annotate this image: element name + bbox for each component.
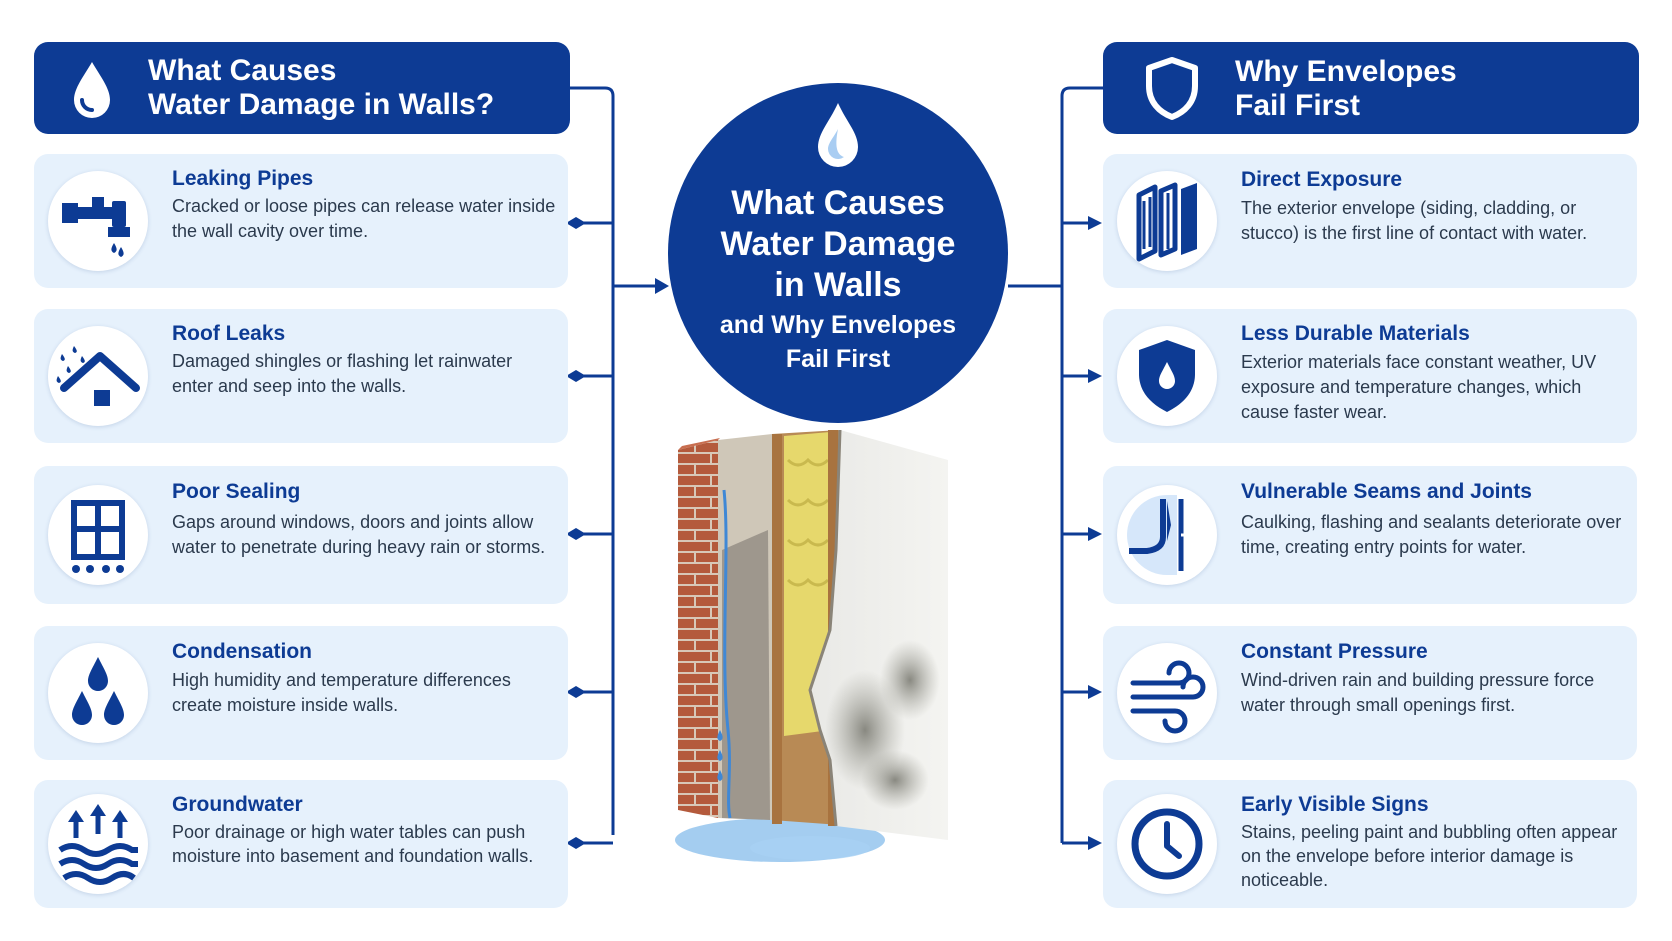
reason-description: Wind-driven rain and building pressure f… (1241, 670, 1595, 715)
center-title-line3: in Walls (774, 266, 902, 304)
center-title-circle: What Causes Water Damage in Walls and Wh… (668, 83, 1008, 423)
center-title-line1: What Causes (731, 184, 945, 222)
cause-description: Poor drainage or high water tables can p… (172, 822, 534, 866)
right-header-title-line2: Fail First (1235, 89, 1361, 122)
leaking-pipe-icon (55, 197, 130, 263)
center-title: What Causes Water Damage in Walls (668, 183, 1008, 306)
center-subtitle-line1: and Why Envelopes (719, 311, 957, 339)
reason-description: Caulking, flashing and sealants deterior… (1241, 512, 1622, 557)
shield-drop-icon (1139, 340, 1195, 412)
reason-icon-circle (1117, 643, 1217, 743)
reason-icon-circle (1117, 485, 1217, 585)
reason-card-constant-pressure: Constant Pressure Wind-driven rain and b… (1103, 626, 1637, 760)
roof-rain-icon (56, 346, 140, 406)
center-subtitle-line2: Fail First (785, 345, 891, 373)
cause-description: Cracked or loose pipes can release water… (172, 196, 556, 241)
cause-icon-circle (48, 326, 148, 426)
water-droplets-icon (72, 657, 124, 725)
wall-cross-section-illustration (675, 430, 948, 862)
cause-description: Gaps around windows, doors and joints al… (172, 512, 546, 557)
cause-icon-circle (48, 485, 148, 585)
reason-title: Early Visible Signs (1241, 793, 1429, 816)
cause-title: Groundwater (172, 793, 303, 816)
shield-icon (1141, 54, 1203, 127)
cause-title: Leaking Pipes (172, 167, 314, 190)
wind-icon (1130, 660, 1206, 734)
reason-card-less-durable-materials: Less Durable Materials Exterior material… (1103, 309, 1637, 443)
reason-title: Vulnerable Seams and Joints (1241, 480, 1532, 503)
cause-card-leaking-pipes: Leaking Pipes Cracked or loose pipes can… (34, 154, 568, 288)
reason-title: Constant Pressure (1241, 640, 1428, 663)
cause-card-groundwater: Groundwater Poor drainage or high water … (34, 780, 568, 908)
cause-title: Condensation (172, 640, 312, 663)
reason-description: Exterior materials face constant weather… (1241, 352, 1597, 422)
cause-description: Damaged shingles or flashing let rainwat… (172, 351, 513, 396)
reason-icon-circle (1117, 794, 1217, 894)
center-subtitle: and Why Envelopes Fail First (668, 308, 1008, 376)
window-icon (71, 500, 125, 573)
cause-description: High humidity and temperature difference… (172, 670, 511, 715)
cause-title: Poor Sealing (172, 480, 301, 503)
reason-description: The exterior envelope (siding, cladding,… (1241, 198, 1588, 243)
cause-icon-circle (48, 794, 148, 894)
left-header-title: What Causes Water Damage in Walls? (148, 54, 494, 122)
reason-card-direct-exposure: Direct Exposure The exterior envelope (s… (1103, 154, 1637, 288)
reason-title: Direct Exposure (1241, 168, 1403, 191)
water-drop-icon (64, 58, 120, 125)
clock-icon (1131, 808, 1203, 880)
cause-icon-circle (48, 171, 148, 271)
right-header: Why Envelopes Fail First (1103, 42, 1639, 134)
reason-icon-circle (1117, 326, 1217, 426)
cause-card-condensation: Condensation High humidity and temperatu… (34, 626, 568, 760)
reason-description: Stains, peeling paint and bubbling often… (1241, 822, 1618, 890)
cause-card-roof-leaks: Roof Leaks Damaged shingles or flashing … (34, 309, 568, 443)
reason-title: Less Durable Materials (1241, 322, 1470, 345)
left-header-title-line2: Water Damage in Walls? (148, 88, 495, 121)
cause-title: Roof Leaks (172, 322, 286, 345)
reason-card-early-visible-signs: Early Visible Signs Stains, peeling pain… (1103, 780, 1637, 908)
right-header-title: Why Envelopes Fail First (1235, 55, 1457, 123)
right-header-title-line1: Why Envelopes (1235, 55, 1457, 88)
left-header-title-line1: What Causes (148, 54, 337, 87)
wall-panels-icon (1136, 182, 1197, 262)
water-drop-icon (818, 103, 858, 167)
center-title-line2: Water Damage (720, 225, 956, 263)
groundwater-icon (58, 804, 138, 885)
reason-card-vulnerable-seams: Vulnerable Seams and Joints Caulking, fl… (1103, 466, 1637, 604)
left-header: What Causes Water Damage in Walls? (34, 42, 570, 134)
caulk-seam-icon (1127, 495, 1201, 575)
cause-icon-circle (48, 643, 148, 743)
cause-card-poor-sealing: Poor Sealing Gaps around windows, doors … (34, 466, 568, 604)
reason-icon-circle (1117, 171, 1217, 271)
